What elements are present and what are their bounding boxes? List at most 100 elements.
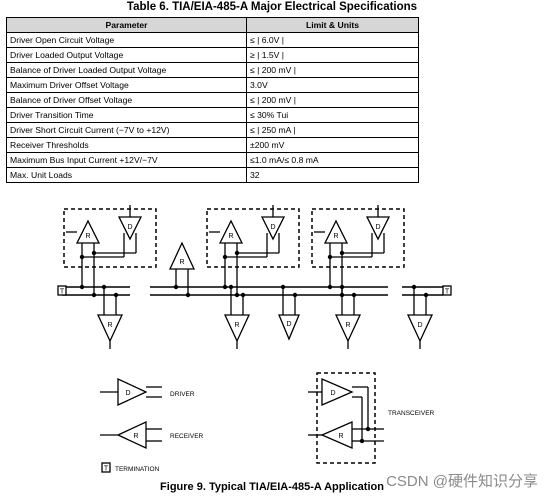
parameter-cell: Maximum Bus Input Current +12V/−7V <box>6 152 247 168</box>
junction-dot <box>327 284 333 290</box>
legend-termination-label: TERMINATION <box>115 466 160 473</box>
junction-dot <box>222 254 228 260</box>
junction-dot <box>228 284 234 290</box>
limit-cell: ≤ | 250 mA | <box>246 122 419 138</box>
parameter-cell: Maximum Driver Offset Voltage <box>6 77 247 93</box>
table-row: Driver Open Circuit Voltage≤ | 6.0V | <box>6 32 419 48</box>
junction-dot <box>79 284 85 290</box>
driver-letter: D <box>375 224 380 231</box>
table-row: Balance of Driver Offset Voltage≤ | 200 … <box>6 92 419 108</box>
transceiver-box <box>206 208 300 268</box>
figure-caption: Figure 9. Typical TIA/EIA-485-A Applicat… <box>160 481 384 493</box>
legend-receiver-label: RECEIVER <box>170 433 204 440</box>
diagram-components: T T R D R D R D R R R R D D D DRIVER R RECEIVER T TERMINATI… <box>57 205 452 473</box>
junction-dot <box>91 292 97 298</box>
receiver-icon <box>320 421 353 449</box>
unit-letter: D <box>417 322 422 329</box>
parameter-cell: Max. Unit Loads <box>6 167 247 183</box>
receiver-icon <box>218 219 244 244</box>
driver-icon <box>117 377 148 407</box>
junction-dot <box>292 292 298 298</box>
junction-dot <box>173 284 179 290</box>
table-header-row: Parameter Limit & Units <box>6 17 419 33</box>
receiver-icon <box>96 314 124 343</box>
receiver-letter: R <box>333 233 338 240</box>
limit-cell: ≥ | 1.5V | <box>246 47 419 63</box>
termination-letter: T <box>104 466 109 473</box>
parameter-cell: Driver Transition Time <box>6 107 247 123</box>
receiver-icon <box>323 219 349 244</box>
spec-table: Parameter Limit & Units Driver Open Circ… <box>6 17 419 183</box>
limit-cell: 32 <box>246 167 419 183</box>
driver-letter: D <box>330 390 335 397</box>
junction-dot <box>423 292 429 298</box>
junction-dot <box>234 292 240 298</box>
unit-letter: R <box>107 322 112 329</box>
unit-letter: R <box>345 322 350 329</box>
limit-cell: ≤ 30% Tui <box>246 107 419 123</box>
junction-dot <box>327 254 333 260</box>
parameter-cell: Driver Loaded Output Voltage <box>6 47 247 63</box>
driver-letter: D <box>270 224 275 231</box>
parameter-cell: Driver Open Circuit Voltage <box>6 32 247 48</box>
table-row: Balance of Driver Loaded Output Voltage≤… <box>6 62 419 78</box>
parameter-cell: Balance of Driver Offset Voltage <box>6 92 247 108</box>
limit-cell: ±200 mV <box>246 137 419 153</box>
column-header-parameter: Parameter <box>6 17 247 33</box>
receiver-letter: R <box>179 259 184 266</box>
junction-dot <box>113 292 119 298</box>
junction-dot <box>240 292 246 298</box>
watermark: CSDN @硬件知识分享 <box>386 473 538 490</box>
driver-icon <box>168 241 196 270</box>
receiver-icon <box>223 314 251 343</box>
receiver-letter: R <box>338 433 343 440</box>
junction-dot <box>101 284 107 290</box>
termination-resistor-icon <box>442 285 452 296</box>
junction-dot <box>280 284 286 290</box>
driver-letter: D <box>127 224 132 231</box>
table-body: Driver Open Circuit Voltage≤ | 6.0V |Dri… <box>6 32 419 183</box>
termination-resistor-icon <box>57 285 67 296</box>
receiver-icon <box>334 314 362 343</box>
table-row: Maximum Bus Input Current +12V/−7V≤1.0 m… <box>6 152 419 168</box>
junction-dot <box>222 284 228 290</box>
driver-icon <box>321 378 354 406</box>
limit-cell: ≤ | 200 mV | <box>246 62 419 78</box>
termination-icon <box>101 462 111 473</box>
driver-letter: D <box>286 321 291 328</box>
limit-cell: ≤1.0 mA/≤ 0.8 mA <box>246 152 419 168</box>
receiver-letter: R <box>85 233 90 240</box>
table-title: Table 6. TIA/EIA-485-A Major Electrical … <box>126 1 418 13</box>
transceiver-legend-box <box>316 372 376 464</box>
parameter-cell: Balance of Driver Loaded Output Voltage <box>6 62 247 78</box>
transceiver-box <box>63 208 157 268</box>
rs485-application-diagram: T T R D R D R D R R R R D D D DRIVER R RECEIVER T TERMINATI… <box>57 205 452 473</box>
junction-dot <box>339 250 345 256</box>
parameter-cell: Driver Short Circuit Current (−7V to +12… <box>6 122 247 138</box>
parameter-cell: Receiver Thresholds <box>6 137 247 153</box>
legend-transceiver-label: TRANSCEIVER <box>388 410 435 417</box>
driver-icon <box>278 314 300 341</box>
termination-label: T <box>445 289 450 296</box>
driver-icon <box>406 314 434 343</box>
junction-dot <box>234 250 240 256</box>
limit-cell: ≤ | 6.0V | <box>246 32 419 48</box>
unit-letter: R <box>234 322 239 329</box>
transceiver-box <box>311 208 405 268</box>
bus-lines <box>62 286 443 296</box>
junction-dot <box>339 284 345 290</box>
receiver-letter: R <box>133 433 138 440</box>
limit-cell: 3.0V <box>246 77 419 93</box>
legend-driver-label: DRIVER <box>170 391 195 398</box>
termination-label: T <box>60 289 65 296</box>
junction-dot <box>351 292 357 298</box>
column-header-limit: Limit & Units <box>246 17 419 33</box>
receiver-icon <box>116 420 147 450</box>
limit-cell: ≤ | 200 mV | <box>246 92 419 108</box>
receiver-letter: R <box>228 233 233 240</box>
junction-dot <box>185 292 191 298</box>
table-row: Driver Short Circuit Current (−7V to +12… <box>6 122 419 138</box>
table-row: Driver Loaded Output Voltage≥ | 1.5V | <box>6 47 419 63</box>
